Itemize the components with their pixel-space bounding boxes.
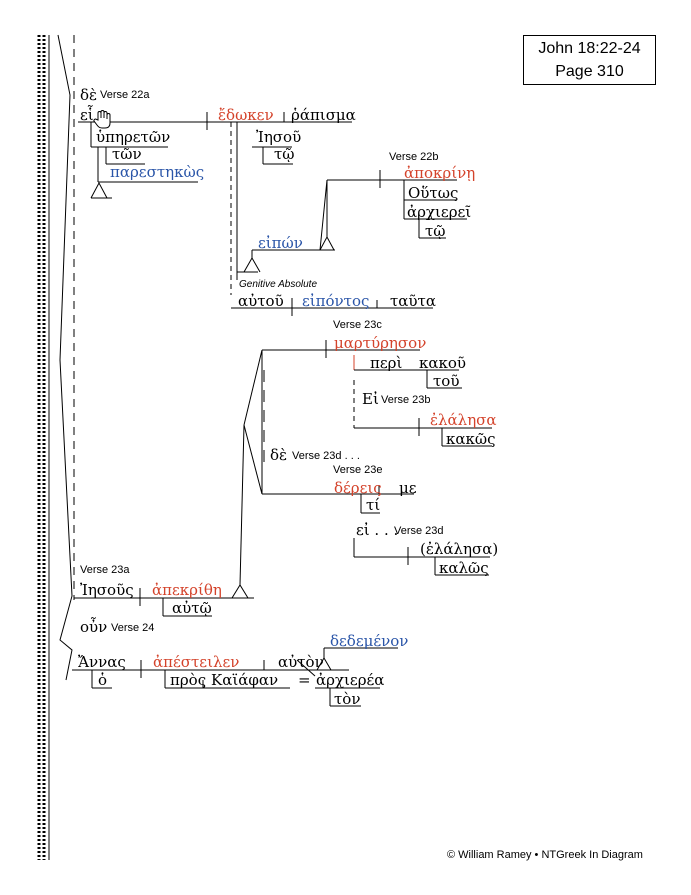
greek-word: ὁ [98, 671, 108, 689]
greek-word: αὐτοῦ [238, 292, 284, 310]
verse-label: Verse 23b [381, 394, 431, 406]
greek-participle: δεδεμένον [330, 632, 409, 650]
verse-label: Verse 23d . . . [292, 450, 360, 462]
greek-word: τί [366, 496, 381, 514]
greek-word: ῥάπισμα [291, 106, 356, 124]
greek-word: πρὸς [170, 671, 207, 689]
greek-word: ἀρχιερέα [316, 671, 385, 689]
reference-title: John 18:22-24 [538, 40, 641, 57]
page-number: Page 310 [555, 63, 624, 80]
hand-cursor-icon [93, 110, 111, 129]
greek-word: καλῶς [439, 559, 489, 577]
greek-word: ὑπηρετῶν [96, 128, 171, 146]
greek-word: τῶν [112, 145, 142, 163]
greek-word: τὸν [334, 690, 361, 708]
verse-label: Verse 24 [111, 622, 155, 634]
greek-word: κακῶς [446, 430, 496, 448]
reference-box: John 18:22-24 Page 310 [523, 35, 656, 85]
verse-label: Verse 23d [394, 525, 444, 537]
greek-word: δὲ [80, 86, 98, 104]
greek-word: τῷ [274, 145, 295, 163]
greek-word: δὲ [270, 446, 288, 464]
greek-word: ταῦτα [390, 292, 436, 310]
verse-label: Verse 23c [333, 319, 382, 331]
greek-verb: ἀπέστειλεν [153, 653, 240, 671]
greek-verb: ἔδωκεν [218, 106, 274, 124]
greek-word: κακοῦ [419, 354, 467, 372]
greek-word: εἷ [80, 106, 94, 124]
verse-label: Verse 23e [333, 464, 383, 476]
verse-label: Verse 22b [389, 151, 439, 163]
greek-verb: μαρτύρησον [334, 334, 427, 352]
greek-word: Καϊάφαν [211, 671, 279, 689]
copyright-credit: © William Ramey • NTGreek In Diagram [447, 849, 643, 861]
verse-label: Verse 22a [100, 89, 150, 101]
greek-participle: εἰπόντος [302, 292, 370, 310]
greek-verb: ἀπεκρίθη [152, 581, 222, 599]
greek-word: αὐτῷ [172, 599, 212, 617]
greek-word: τῷ [425, 222, 446, 240]
greek-word: εἰ . . . [356, 521, 399, 539]
greek-word: περὶ [370, 354, 403, 372]
greek-word: με [399, 479, 417, 497]
greek-verb: ἐλάλησα [430, 411, 497, 429]
greek-word: οὖν [80, 618, 108, 636]
greek-participle: εἰπών [258, 234, 303, 252]
greek-word: Εἰ [362, 390, 379, 408]
greek-word: αὐτὸν [278, 653, 324, 671]
greek-word: Ἄννας [78, 653, 126, 671]
greek-verb: δέρεις [334, 479, 382, 497]
greek-word: ἀρχιερεῖ [407, 203, 472, 221]
equals-sign: = [298, 671, 311, 689]
greek-participle: παρεστηκὼς [110, 163, 205, 181]
greek-word: Οὕτως [408, 184, 459, 202]
greek-verb: ἀποκρίνῃ [404, 164, 476, 182]
greek-word: τοῦ [433, 372, 460, 390]
greek-word: Ἰησοῦ [256, 128, 302, 146]
greek-word: (ἐλάλησα) [420, 540, 499, 558]
construction-label: Genitive Absolute [239, 279, 318, 290]
verse-label: Verse 23a [80, 564, 130, 576]
greek-word: Ἰησοῦς [80, 581, 134, 599]
